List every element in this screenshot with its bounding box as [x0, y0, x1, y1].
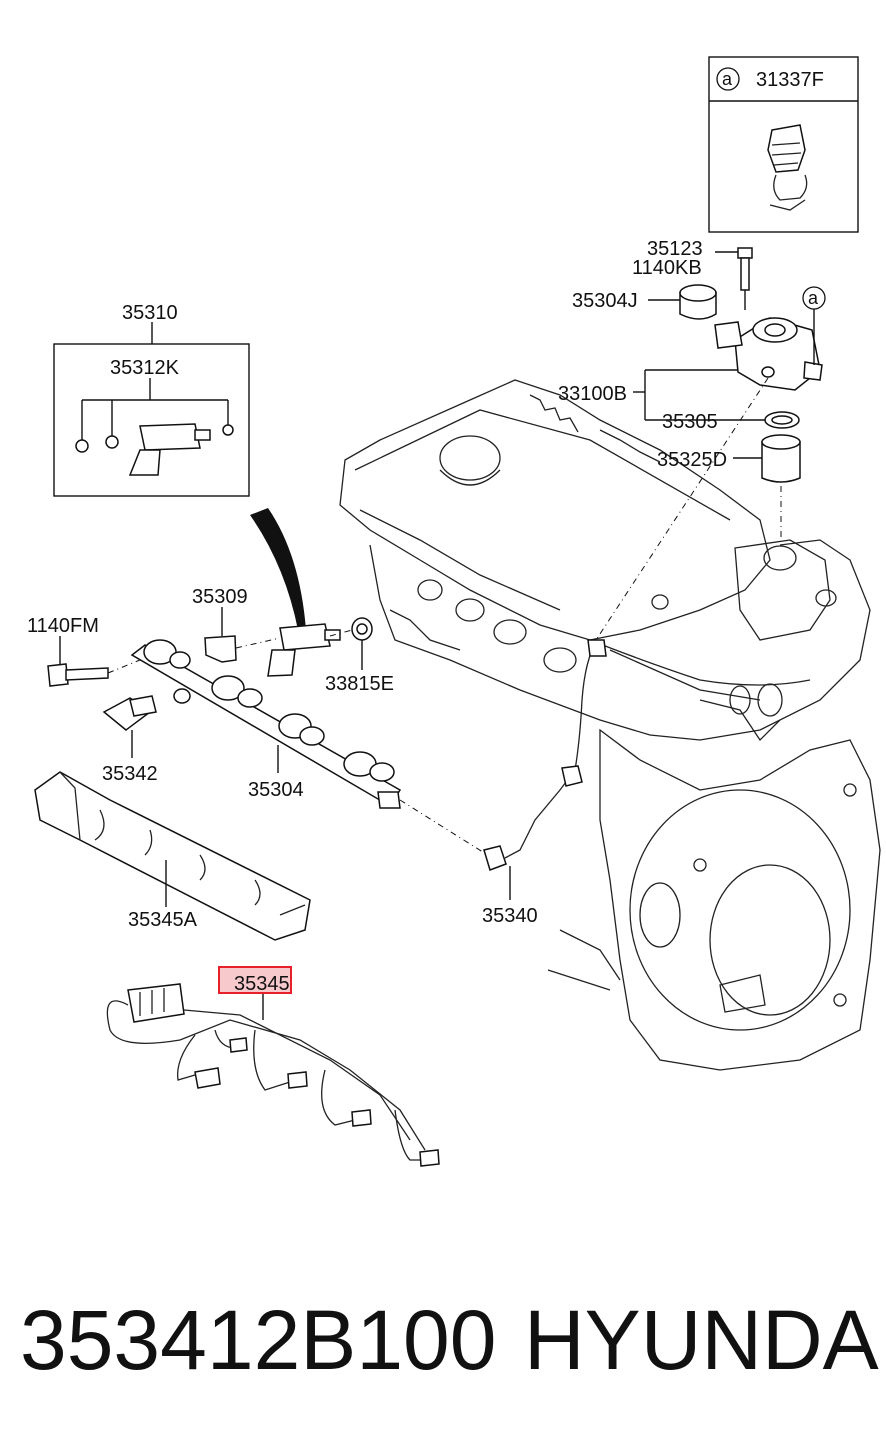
footer-caption: 353412B100 HYUNDAI — [0, 1290, 886, 1400]
callout-a-box-label: a — [722, 69, 733, 89]
part-label-35340: 35340 — [482, 905, 538, 927]
part-number-text: 353412B100 — [20, 1293, 497, 1387]
wiring-harness — [106, 983, 440, 1167]
part-label-35312K: 35312K — [110, 357, 180, 379]
part-label-35325D: 35325D — [657, 449, 727, 471]
fuel-pump-group: a — [595, 247, 826, 641]
part-label-35309: 35309 — [192, 586, 248, 608]
part-label-35310: 35310 — [122, 302, 178, 324]
part-label-1140FM: 1140FM — [27, 615, 99, 637]
part-label-35345A: 35345A — [128, 909, 198, 931]
part-label-35342: 35342 — [102, 763, 158, 785]
detail-box-31337F: a 31337F — [708, 56, 859, 233]
pointer-arrow — [250, 508, 306, 630]
engine-assembly-drawing — [339, 379, 881, 1071]
part-label-35304: 35304 — [248, 779, 304, 801]
part-label-33815E: 33815E — [325, 673, 394, 695]
part-label-33100B: 33100B — [558, 383, 627, 405]
rail-cover — [34, 771, 311, 941]
callout-circle-a — [716, 67, 740, 91]
fuel-rail-group — [47, 508, 487, 855]
part-label-35304J: 35304J — [572, 290, 638, 312]
part-label-35123: 35123 — [647, 238, 703, 260]
injector-detail-box — [53, 322, 250, 497]
part-label-1140KB: 1140KB — [632, 257, 702, 279]
part-label-31337F: 31337F — [756, 69, 824, 91]
highlight-box-35345 — [218, 966, 292, 994]
part-label-35305: 35305 — [662, 411, 718, 433]
part-label-35345: 35345 — [234, 973, 290, 995]
callout-a-pump-label: a — [808, 288, 819, 308]
brand-text: HYUNDAI — [524, 1293, 886, 1387]
